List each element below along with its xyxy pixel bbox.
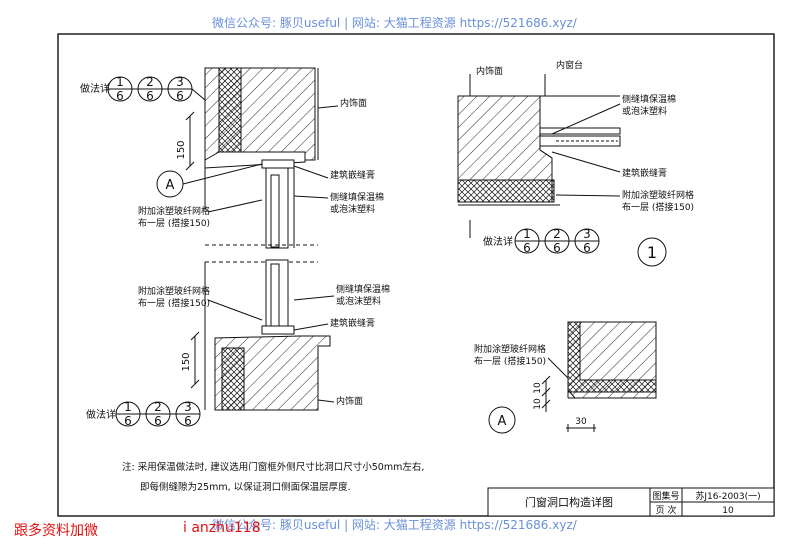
svg-text:6: 6 [146, 89, 154, 103]
svg-text:6: 6 [184, 414, 192, 428]
svg-text:150: 150 [176, 140, 187, 159]
svg-text:2: 2 [146, 75, 154, 89]
svg-text:图集号: 图集号 [652, 490, 679, 502]
title-block: 门窗洞口构造详图 图集号 苏J16-2003(一) 页 次 10 [487, 487, 775, 517]
dim-30: 30 [566, 417, 596, 432]
svg-text:6: 6 [154, 414, 162, 428]
watermark-bottom: 微信公众号: 豚贝useful | 网站: 大猫工程资源 https://521… [212, 518, 577, 532]
label-mesh-right: 附加涂塑玻纤网格 [622, 189, 694, 201]
detail-marker-1: 1 [637, 237, 667, 267]
label-mesh-corner: 附加涂塑玻纤网格 [474, 343, 546, 355]
ref-symbol-right: 1 6 2 6 3 6 做法详 [469, 220, 600, 255]
upper-lintel [204, 67, 319, 210]
svg-text:1: 1 [124, 400, 132, 414]
watermark-top: 微信公众号: 豚贝useful | 网站: 大猫工程资源 https://521… [212, 16, 577, 30]
ref-symbol-upper-left: 1 6 2 6 3 6 做法详 [80, 75, 206, 103]
drawing-frame [57, 33, 775, 517]
section-marker-a-left: A [156, 163, 263, 198]
label-sealant-right: 建筑嵌缝膏 [622, 167, 667, 179]
svg-text:150: 150 [181, 352, 192, 371]
label-inner-finish-right: 内饰面 [476, 65, 503, 77]
svg-text:10: 10 [533, 382, 543, 394]
label-inner-finish-upper: 内饰面 [340, 97, 367, 109]
svg-text:做法详: 做法详 [80, 82, 110, 95]
label-inner-sill: 内窗台 [556, 59, 583, 71]
svg-text:A: A [498, 414, 507, 429]
svg-text:布一层 (搭接150): 布一层 (搭接150) [474, 355, 546, 367]
title-text: 门窗洞口构造详图 [525, 495, 613, 509]
window-frame-lower [261, 259, 295, 335]
label-side-fill-lower: 侧缝填保温棉 [336, 283, 390, 295]
svg-text:10: 10 [722, 506, 734, 516]
svg-text:3: 3 [583, 227, 591, 241]
section-marker-a-right: A [488, 406, 516, 434]
svg-text:2: 2 [154, 400, 162, 414]
right-top-sill-detail [457, 74, 621, 206]
svg-text:6: 6 [583, 241, 591, 255]
svg-text:布一层 (搭接150): 布一层 (搭接150) [622, 201, 694, 213]
svg-text:3: 3 [184, 400, 192, 414]
svg-text:6: 6 [124, 414, 132, 428]
svg-text:1: 1 [116, 75, 124, 89]
lower-sill [204, 262, 331, 411]
dim-150-upper: 150 [176, 111, 195, 171]
svg-text:10: 10 [533, 398, 543, 410]
label-mesh-upper: 附加涂塑玻纤网格 [138, 205, 210, 217]
svg-text:或泡沫塑料: 或泡沫塑料 [336, 295, 381, 307]
svg-text:做法详: 做法详 [483, 235, 513, 248]
svg-text:30: 30 [575, 417, 587, 427]
svg-text:苏J16-2003(一): 苏J16-2003(一) [695, 490, 760, 502]
svg-text:6: 6 [176, 89, 184, 103]
dim-10-10: 10 10 [533, 375, 551, 412]
svg-text:3: 3 [176, 75, 184, 89]
svg-text:布一层 (搭接150): 布一层 (搭接150) [138, 297, 210, 309]
svg-text:布一层 (搭接150): 布一层 (搭接150) [138, 217, 210, 229]
svg-text:页 次: 页 次 [656, 504, 677, 516]
note-line-1: 注: 采用保温做法时, 建议选用门窗框外侧尺寸比洞口尺寸小50mm左右, [122, 461, 424, 473]
svg-text:6: 6 [523, 241, 531, 255]
window-frame-upper [261, 159, 295, 249]
label-inner-finish-lower: 内饰面 [336, 395, 363, 407]
label-sealant-upper: 建筑嵌缝膏 [330, 169, 375, 181]
note-line-2: 即每侧缝隙为25mm, 以保证洞口侧面保温层厚度. [140, 481, 351, 493]
svg-text:或泡沫塑料: 或泡沫塑料 [330, 203, 375, 215]
label-side-fill-upper: 侧缝填保温棉 [330, 191, 384, 203]
svg-text:做法详: 做法详 [86, 408, 116, 421]
label-sealant-lower: 建筑嵌缝膏 [330, 317, 375, 329]
svg-text:或泡沫塑料: 或泡沫塑料 [622, 105, 667, 117]
svg-text:6: 6 [553, 241, 561, 255]
svg-text:1: 1 [647, 243, 657, 262]
svg-text:1: 1 [523, 227, 531, 241]
svg-text:6: 6 [116, 89, 124, 103]
label-mesh-lower: 附加涂塑玻纤网格 [138, 285, 210, 297]
ref-symbol-lower-left: 1 6 2 6 3 6 做法详 [86, 400, 201, 428]
dim-150-lower: 150 [181, 331, 200, 389]
svg-text:2: 2 [553, 227, 561, 241]
contact-text: 跟多资料加微 [14, 523, 98, 539]
right-bottom-corner-detail [567, 321, 657, 399]
svg-text:A: A [166, 178, 175, 193]
contact-id: i anzhu118 [183, 520, 261, 536]
label-side-fill-right: 侧缝填保温棉 [622, 93, 676, 105]
